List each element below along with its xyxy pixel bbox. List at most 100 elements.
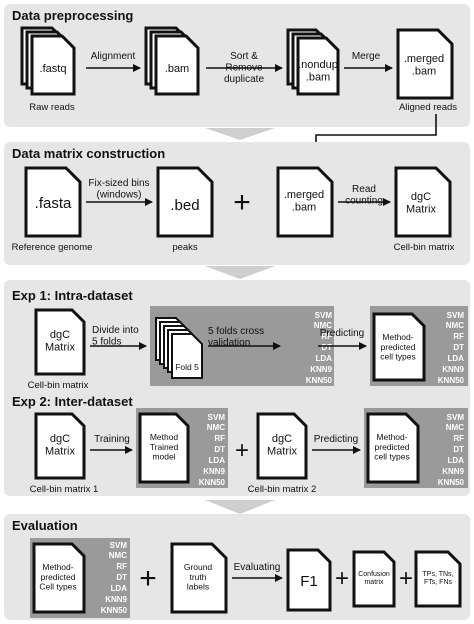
method-label: DT [214, 445, 225, 454]
doc-stack-bam: .bam [144, 26, 200, 96]
method-list-exp2-model: SVM NMC RF DT LDA KNN9 KNN50 [199, 413, 226, 487]
method-label: KNN9 [203, 467, 225, 476]
method-label: LDA [111, 584, 128, 593]
caption-peaks: peaks [172, 242, 198, 253]
method-label: LDA [209, 456, 226, 465]
doc-label: .merged.bam [284, 189, 324, 214]
caption-aligned-reads: Aligned reads [399, 102, 457, 113]
method-label: RF [116, 562, 127, 571]
fold-stack: Fold 5 [155, 317, 203, 379]
doc-bed: .bed [156, 166, 214, 238]
label-evaluating: Evaluating [234, 562, 281, 573]
method-list-eval: SVM NMC RF DT LDA KNN9 KNN50 [101, 541, 128, 615]
doc-label: .fasta [35, 195, 72, 212]
method-label: RF [321, 332, 332, 341]
section-title: Data preprocessing [12, 8, 133, 23]
doc-f1: F1 [286, 548, 332, 612]
method-label: SVM [447, 413, 465, 422]
section-title: Data matrix construction [12, 146, 165, 161]
flow-arrow [205, 266, 275, 279]
doc-label: .nondup.bam [298, 59, 338, 84]
doc-stack-fastq: .fastq [20, 26, 76, 96]
method-label: LDA [316, 354, 333, 363]
panel-data-matrix-construction: Data matrix construction .fasta Referenc… [4, 142, 470, 265]
method-label: KNN9 [442, 467, 464, 476]
method-label: DT [453, 445, 464, 454]
method-label: KNN50 [306, 376, 333, 385]
fold-label: Fold 5 [175, 362, 199, 372]
plus-sign: + [335, 565, 349, 592]
method-label: KNN9 [442, 365, 464, 374]
method-label: NMC [314, 321, 332, 330]
method-label: LDA [448, 456, 465, 465]
label-training: Training [94, 434, 130, 445]
method-label: NMC [109, 551, 127, 560]
section-title: Evaluation [12, 518, 78, 533]
label-merge: Merge [352, 51, 381, 62]
flow-arrow [205, 128, 275, 140]
method-label: DT [321, 343, 332, 352]
doc-label: TPs, TNs,FTs, FNs [423, 571, 454, 586]
label-predicting-exp1: Predicting [320, 328, 364, 339]
caption-exp2-matrix-2: Cell-bin matrix 2 [248, 484, 317, 495]
caption-exp1-matrix: Cell-bin matrix [28, 380, 89, 391]
section-title: Exp 1: Intra-dataset [12, 288, 133, 303]
method-label: NMC [446, 423, 464, 432]
method-label: RF [453, 434, 464, 443]
label-fix-sized-bins: Fix-sized bins(windows) [88, 178, 149, 201]
doc-fasta: .fasta [24, 166, 82, 238]
method-label: KNN50 [101, 606, 128, 615]
doc-label: F1 [300, 573, 318, 590]
panel-data-preprocessing: Data preprocessing .fastq Raw reads Alig… [4, 4, 470, 127]
method-label: KNN50 [438, 478, 465, 487]
method-label: RF [214, 434, 225, 443]
method-label: LDA [448, 354, 465, 363]
label-alignment: Alignment [91, 51, 136, 62]
caption-exp2-matrix-1: Cell-bin matrix 1 [30, 484, 99, 495]
caption-raw-reads: Raw reads [29, 102, 75, 113]
plus-sign: + [399, 565, 413, 592]
method-list-exp2: SVM NMC RF DT LDA KNN9 KNN50 [438, 413, 465, 487]
doc-merged-bam: .merged.bam [396, 28, 454, 100]
doc-stack-nondup: .nondup.bam [286, 28, 340, 96]
doc-label: .bed [170, 197, 199, 214]
doc-label: .bam [165, 63, 189, 75]
method-label: KNN9 [310, 365, 332, 374]
method-label: KNN50 [438, 376, 465, 385]
doc-merged-bam-2: .merged.bam [276, 166, 334, 238]
label-predicting-exp2: Predicting [314, 434, 358, 445]
method-label: SVM [208, 413, 226, 422]
plus-sign: + [233, 186, 251, 219]
method-label: KNN9 [105, 595, 127, 604]
method-label: DT [116, 573, 127, 582]
plus-sign: + [139, 562, 157, 595]
method-label: DT [453, 343, 464, 352]
doc-label: .fastq [40, 63, 67, 75]
section-title: Exp 2: Inter-dataset [12, 394, 133, 409]
method-label: NMC [446, 321, 464, 330]
method-label: SVM [315, 311, 333, 320]
method-label: KNN50 [199, 478, 226, 487]
